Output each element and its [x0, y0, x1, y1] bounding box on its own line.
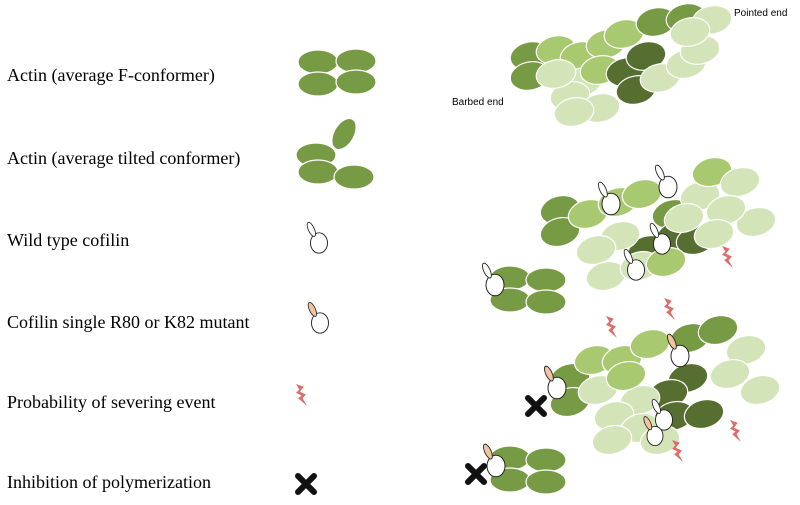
actin-subunit — [683, 398, 725, 430]
cofilin-tail — [597, 181, 608, 198]
legend-label-wild-type-cofilin: Wild type cofilin — [7, 230, 130, 250]
filament-wild-type-cofilin-bound — [481, 156, 777, 315]
actin-subunit — [525, 267, 567, 293]
cofilin-body — [646, 425, 664, 447]
cofilin-tail — [306, 221, 316, 237]
cofilin-tail — [481, 262, 492, 279]
mutant-cofilin-icon — [543, 365, 567, 400]
mutant-cofilin-icon — [307, 301, 329, 334]
actin-subunit — [739, 374, 781, 406]
actin-subunit — [335, 69, 377, 95]
x-stroke — [465, 463, 487, 485]
actin-subunit — [697, 314, 739, 346]
actin-subunit — [669, 17, 711, 47]
actin-subunit — [693, 218, 735, 250]
actin-subunit — [525, 289, 567, 315]
cofilin-body — [627, 259, 645, 281]
cofilin-tail — [543, 365, 554, 382]
actin-subunit — [297, 159, 339, 185]
cofilin-tail — [482, 443, 493, 460]
x-stroke — [525, 395, 547, 417]
cofilin-body — [670, 344, 690, 368]
actin-subunit — [535, 59, 577, 89]
cofilin-body — [485, 273, 505, 297]
cofilin-tail — [307, 301, 317, 317]
x-mark-icon — [525, 395, 547, 417]
wild-type-cofilin-icon — [651, 398, 673, 431]
lightning-icon — [664, 298, 675, 320]
cofilin-tail — [649, 222, 659, 238]
cofilin-tail — [666, 333, 677, 350]
x-mark-icon — [295, 473, 317, 495]
lightning-icon — [296, 384, 307, 406]
actin-subunit — [719, 166, 761, 198]
cofilin-tail — [623, 248, 633, 264]
actin-subunit — [297, 71, 339, 97]
wild-type-cofilin-icon — [654, 164, 678, 199]
actin-subunit — [735, 206, 777, 238]
wild-type-cofilin-icon — [597, 181, 621, 216]
actin-subunit — [709, 358, 751, 390]
legend-label-severing-probability: Probability of severing event — [7, 392, 216, 412]
cofilin-tail — [651, 398, 661, 414]
cofilin-tail — [654, 164, 665, 181]
actin-subunit — [605, 360, 647, 392]
legend-label-actin-tilted-conformer: Actin (average tilted conformer) — [7, 148, 241, 168]
actin-subunit — [525, 469, 567, 495]
cofilin-tail — [643, 416, 653, 431]
legend-label-mutant-cofilin: Cofilin single R80 or K82 mutant — [7, 312, 250, 332]
filament-mutant-cofilin-bound — [465, 298, 781, 495]
filament-f-conformer — [509, 3, 733, 127]
cofilin-body — [310, 232, 328, 254]
wild-type-cofilin-icon — [481, 262, 505, 297]
x-stroke — [295, 473, 317, 495]
actin-subunit — [553, 97, 595, 127]
cofilin-body — [653, 233, 671, 255]
x-mark-icon — [465, 463, 487, 485]
legend-label-actin-f-conformer: Actin (average F-conformer) — [7, 65, 215, 85]
cofilin-body — [655, 409, 673, 431]
lightning-icon — [672, 440, 683, 462]
wild-type-cofilin-icon — [306, 221, 328, 254]
actin-subunit — [333, 164, 375, 190]
actin-subunit — [297, 49, 339, 75]
legend-label-polymerization-inhibition: Inhibition of polymerization — [7, 472, 211, 492]
actin-subunit — [591, 424, 633, 456]
actin-subunit — [663, 202, 705, 234]
actin-subunit — [525, 447, 567, 473]
lightning-icon — [722, 246, 733, 268]
cofilin-body — [547, 376, 567, 400]
cofilin-body — [601, 192, 621, 216]
wild-type-cofilin-icon — [623, 248, 645, 281]
pointed-end-label: Pointed end — [734, 8, 788, 19]
barbed-end-label: Barbed end — [452, 97, 504, 108]
wild-type-cofilin-icon — [649, 222, 671, 255]
mutant-cofilin-icon — [643, 416, 664, 447]
lightning-icon — [606, 316, 617, 338]
actin-subunit — [725, 334, 767, 366]
cofilin-body — [311, 312, 329, 334]
actin-subunit — [331, 117, 357, 151]
mutant-cofilin-icon — [666, 333, 690, 368]
lightning-icon — [730, 420, 741, 442]
legend-icons — [295, 48, 377, 495]
cofilin-body — [658, 175, 678, 199]
